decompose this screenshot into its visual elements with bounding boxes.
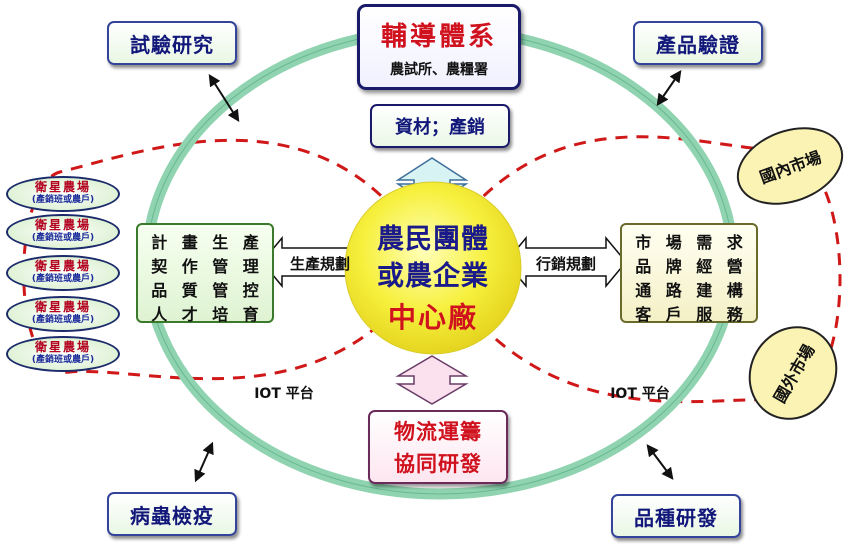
grid-cell: 建 (696, 281, 713, 300)
grid-cell: 客 (635, 305, 652, 324)
grid-cell: 牌 (665, 257, 682, 276)
farm-name: 衛星農場 (34, 259, 91, 273)
grid-cell: 求 (726, 233, 743, 252)
center-hub (344, 181, 522, 355)
grid-cell: 質 (181, 281, 198, 300)
grid-cell: 作 (181, 257, 198, 276)
farm-sub: (產銷班或農戶) (31, 355, 95, 365)
grid-cell: 管 (212, 257, 229, 276)
grid-cell: 通 (635, 281, 652, 300)
grid-cell: 構 (726, 281, 743, 300)
marketing-planning-label: 行銷規劃 (535, 255, 596, 273)
satellite-farm: 衛星農場 (產銷班或農戶) (6, 336, 120, 372)
grid-cell: 戶 (665, 305, 682, 324)
farm-sub: (產銷班或農戶) (31, 315, 95, 325)
satellite-farm: 衛星農場 (產銷班或農戶) (6, 255, 120, 291)
logistics-line1: 物流運籌 (394, 420, 482, 444)
grid-cell: 畫 (181, 233, 198, 252)
farm-name: 衛星農場 (34, 180, 91, 194)
iot-right-label: IOT 平台 (610, 385, 670, 402)
bottom-double-arrow (395, 355, 469, 405)
farm-name: 衛星農場 (34, 340, 91, 354)
quarantine-label: 病蟲檢疫 (130, 503, 214, 528)
guidance-box: 輔導體系 農試所、農糧署 (357, 4, 521, 90)
grid-cell: 產 (242, 233, 259, 252)
grid-cell: 才 (181, 305, 198, 324)
certification-label: 產品驗證 (656, 32, 740, 57)
grid-cell: 管 (212, 281, 229, 300)
grid-cell: 場 (665, 233, 682, 252)
research-box: 試驗研究 (107, 21, 237, 65)
grid-cell: 服 (696, 305, 713, 324)
domestic-market-label: 國內市場 (757, 147, 824, 188)
certification-box: 產品驗證 (633, 21, 763, 65)
resources-box: 資材；產銷 (370, 104, 510, 148)
farm-sub: (產銷班或農戶) (31, 195, 95, 205)
production-planning-label: 生產規劃 (290, 255, 350, 273)
foreign-market-label: 國外市場 (770, 341, 819, 407)
research-label: 試驗研究 (130, 32, 214, 57)
logistics-box: 物流運籌 協同研發 (368, 410, 508, 484)
grid-cell: 契 (151, 257, 168, 276)
grid-cell: 控 (242, 281, 259, 300)
market-development-box: 市 場 需 求 品 牌 經 營 通 路 建 構 客 戶 服 務 (620, 223, 758, 324)
center-line1: 農民團體 (377, 224, 489, 255)
arrow-bottom-right (646, 444, 674, 480)
grid-cell: 品 (635, 257, 652, 276)
arrow-top-right (656, 70, 682, 106)
iot-left-label: IOT 平台 (254, 385, 314, 402)
guidance-title: 輔導體系 (380, 21, 497, 52)
grid-cell: 務 (726, 305, 743, 324)
farm-name: 衛星農場 (34, 218, 91, 232)
grid-cell: 理 (242, 257, 259, 276)
grid-cell: 市 (635, 233, 652, 252)
satellite-farm: 衛星農場 (產銷班或農戶) (6, 176, 120, 212)
logistics-line2: 協同研發 (394, 452, 482, 476)
arrow-top-left (208, 73, 240, 123)
grid-cell: 需 (696, 233, 713, 252)
grid-cell: 生 (212, 233, 229, 252)
grid-cell: 營 (726, 257, 743, 276)
resources-label: 資材；產銷 (395, 117, 485, 138)
grid-cell: 育 (242, 305, 259, 324)
grid-cell: 經 (696, 257, 713, 276)
farm-name: 衛星農場 (34, 300, 91, 314)
grid-cell: 品 (151, 281, 168, 300)
center-line3: 中心廠 (388, 301, 478, 334)
grid-cell: 計 (151, 233, 168, 252)
satellite-farm: 衛星農場 (產銷班或農戶) (6, 296, 120, 332)
right-dashed-loop (430, 135, 842, 404)
farm-sub: (產銷班或農戶) (31, 233, 95, 243)
grid-cell: 人 (151, 305, 168, 324)
breeding-label: 品種研發 (634, 505, 718, 530)
center-line2: 或農企業 (377, 260, 489, 292)
arrow-bottom-left (194, 441, 214, 483)
breeding-box: 品種研發 (611, 494, 741, 538)
grid-cell: 培 (212, 305, 229, 324)
production-management-box: 計 畫 生 產 契 作 管 理 品 質 管 控 人 才 培 育 (136, 223, 274, 324)
grid-cell: 路 (665, 281, 682, 300)
guidance-subtitle: 農試所、農糧署 (390, 61, 488, 78)
satellite-farm: 衛星農場 (產銷班或農戶) (6, 214, 120, 250)
quarantine-box: 病蟲檢疫 (107, 492, 237, 536)
farm-sub: (產銷班或農戶) (31, 274, 95, 284)
